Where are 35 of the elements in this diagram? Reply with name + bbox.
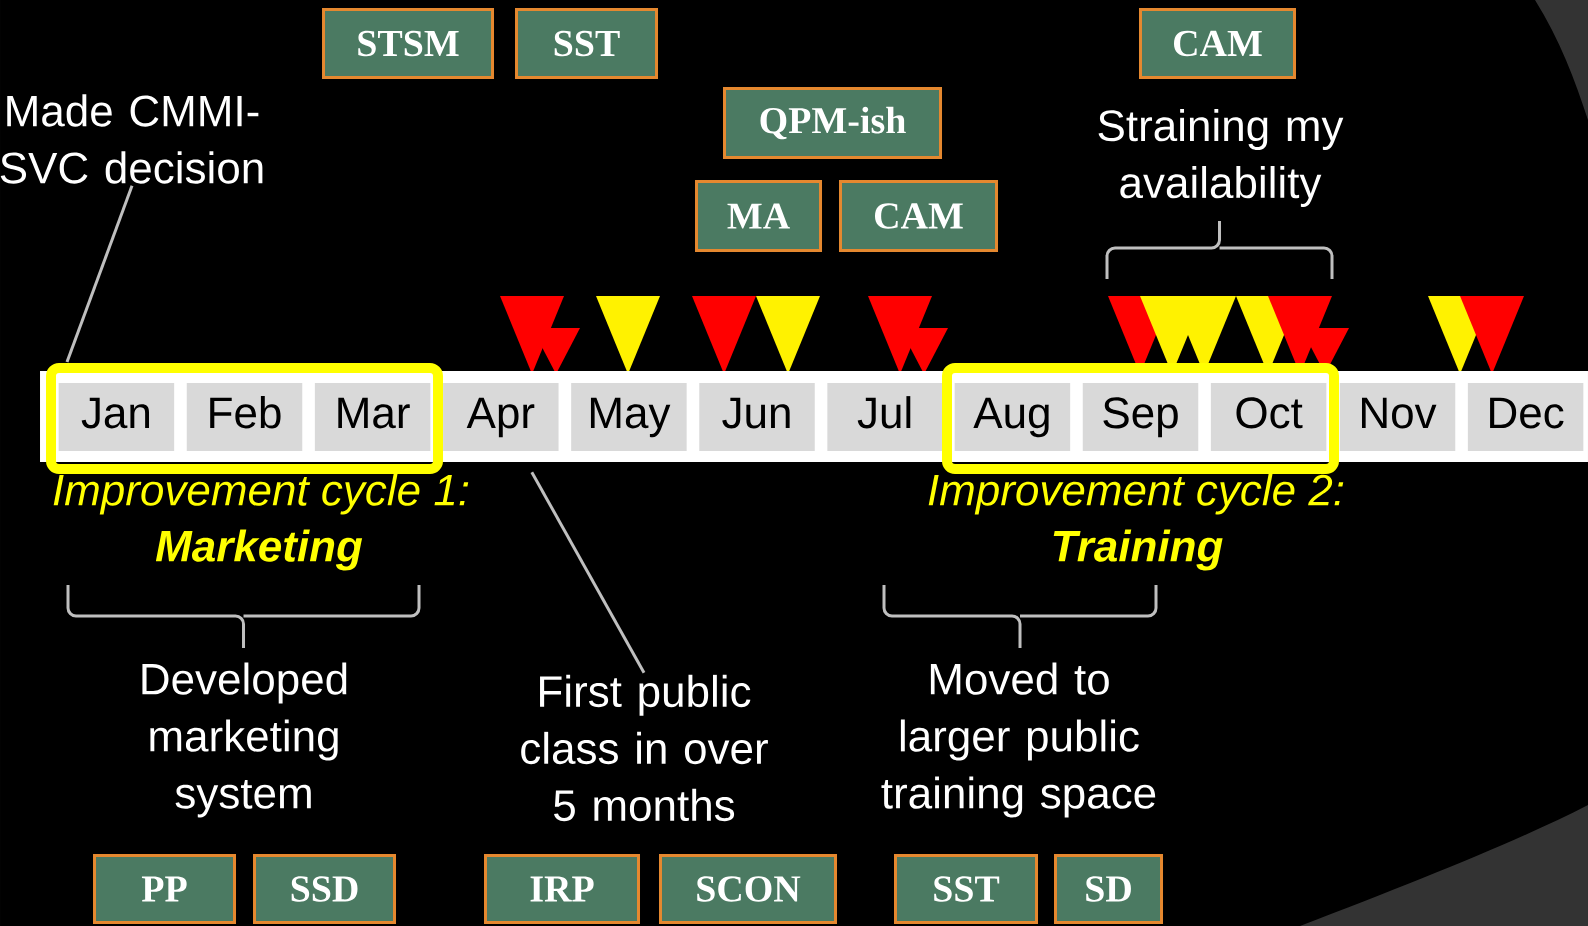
tag-box: QPM-ish [723, 87, 942, 159]
month-cell: Aug [954, 383, 1071, 451]
annotation-text: Straining my availability [1098, 109, 1344, 207]
annotation-text: Developed marketing system [142, 662, 347, 818]
cycle-heading: Marketing [155, 529, 363, 571]
month-cell: Mar [314, 383, 431, 451]
month-cell: Apr [443, 383, 559, 451]
tag-box: SST [894, 854, 1038, 924]
month-cell: Feb [186, 383, 303, 451]
month-cell: Jun [699, 383, 815, 451]
leader-line [65, 185, 134, 363]
tag-box: SSD [253, 854, 396, 924]
annotation-text: Made CMMI-SVC decision [0, 94, 263, 184]
annotation-text: Moved to larger public training space [881, 662, 1156, 818]
annotation-text: First public class in over 5 months [521, 674, 768, 822]
month-cell: Jan [58, 383, 175, 451]
leader-line [530, 471, 646, 674]
cycle-heading: Training [1053, 529, 1223, 571]
cycle-heading: Improvement cycle 1: [53, 473, 469, 515]
tag-box: STSM [322, 8, 494, 79]
tag-box: CAM [839, 180, 998, 252]
tag-box: PP [93, 854, 236, 924]
month-cell: Nov [1339, 383, 1456, 451]
tag-box: SD [1054, 854, 1163, 924]
tag-box: SCON [659, 854, 837, 924]
month-cell: May [571, 383, 687, 451]
tag-box: IRP [484, 854, 640, 924]
tag-box: MA [695, 180, 822, 252]
month-cell: Oct [1210, 383, 1327, 451]
month-cell: Dec [1467, 383, 1584, 451]
cycle-heading: Improvement cycle 2: [928, 473, 1344, 515]
month-cell: Sep [1082, 383, 1199, 451]
tag-box: CAM [1139, 8, 1296, 79]
tag-box: SST [515, 8, 658, 79]
month-cell: Jul [827, 383, 943, 451]
